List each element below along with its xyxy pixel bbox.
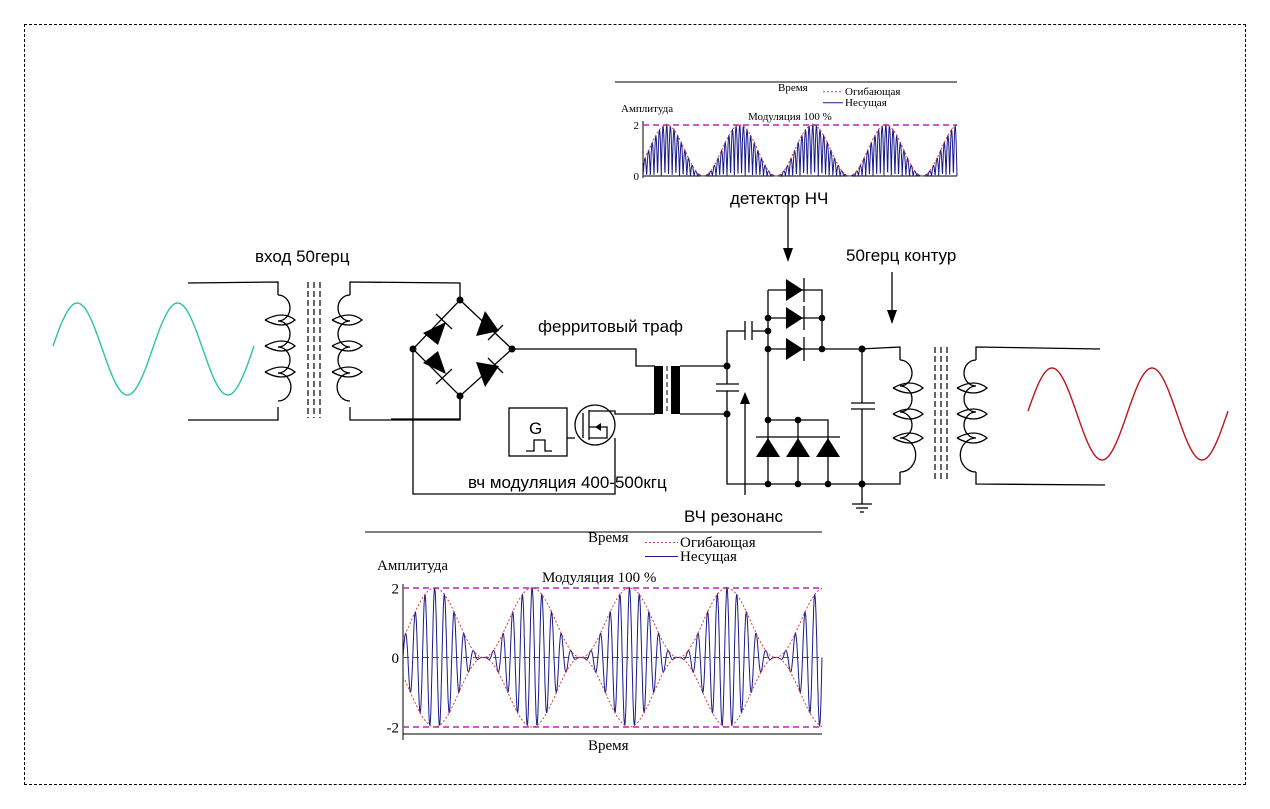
mosfet-switch (574, 404, 655, 446)
carrier-series (402, 586, 823, 728)
x-axis-label-top: Время (778, 82, 808, 94)
bridge-rectifier (391, 296, 655, 495)
x-axis-label: Время (588, 738, 629, 754)
ferrite-transformer (654, 365, 727, 415)
legend-label: Несущая (845, 97, 887, 109)
input-sine-wave (52, 302, 255, 396)
label-detector: детектор НЧ (730, 189, 828, 208)
chart-title: Модуляция 100 % (748, 111, 832, 123)
y-tick-label: -2 (387, 720, 400, 736)
chart-title: Модуляция 100 % (542, 570, 656, 586)
legend-label: Несущая (680, 549, 737, 565)
legend-label: Огибающая (845, 86, 900, 98)
label-ferrite: ферритовый траф (538, 317, 683, 336)
x-axis-label-top: Время (588, 530, 629, 546)
input-transformer (187, 281, 461, 421)
y-axis-label: Амплитуда (377, 558, 448, 574)
detector-diodes (756, 195, 860, 488)
envelope-series-lower (402, 657, 823, 728)
output-contour (851, 272, 1106, 513)
label-resonance: ВЧ резонанс (684, 507, 783, 526)
label-input: вход 50герц (255, 247, 350, 266)
generator-block: G (508, 407, 575, 457)
y-tick-label: 0 (392, 651, 400, 667)
carrier-series (642, 123, 958, 178)
envelope-series-upper (402, 587, 823, 658)
generator-label: G (529, 419, 542, 438)
hf-resonance-circuit (716, 321, 860, 495)
diagram-frame (24, 24, 1246, 785)
envelope-series-upper (642, 124, 958, 177)
y-axis-label: Амплитуда (621, 103, 673, 115)
legend-label: Огибающая (680, 535, 756, 551)
label-contour: 50герц контур (846, 246, 956, 265)
y-tick-label: 0 (634, 171, 640, 183)
y-tick-label: 2 (634, 120, 640, 132)
label-modulation: вч модуляция 400-500кгц (468, 473, 667, 492)
small-am-plot: 2 0 Модуляция 100 % Амплитуда Время Огибающая… (615, 81, 958, 183)
output-sine-wave (1027, 367, 1229, 461)
y-tick-label: 2 (392, 581, 400, 597)
